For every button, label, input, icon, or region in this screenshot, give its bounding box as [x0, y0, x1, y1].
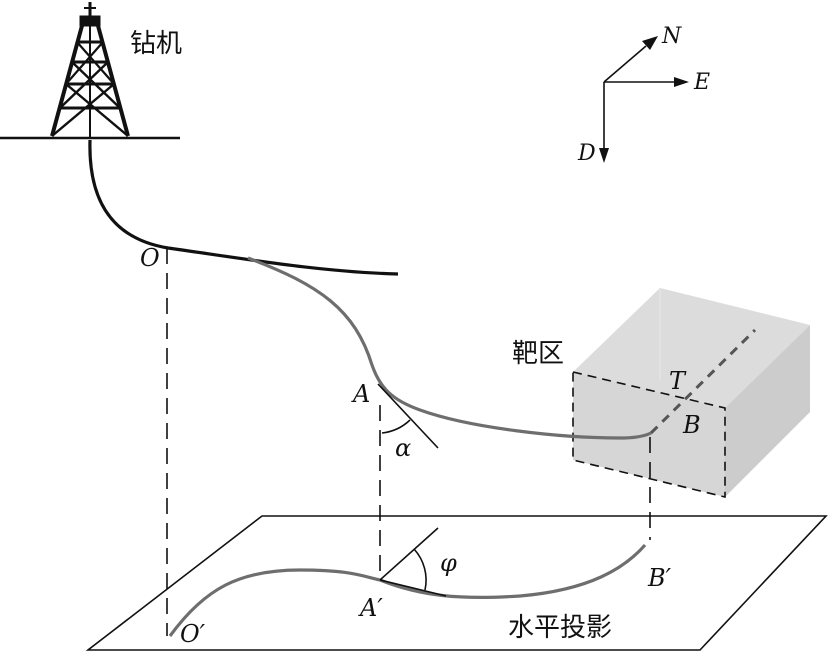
point-A-label: A: [351, 380, 370, 408]
horizontal-plane: [85, 515, 828, 651]
tangent-line-at-A: [377, 383, 439, 449]
phi-tangent-line: [379, 579, 447, 597]
point-B-label: B: [682, 411, 701, 439]
reference-trajectory: [88, 139, 399, 276]
phi-reference-line: [379, 527, 439, 581]
point-B-prime-label: B′: [647, 564, 672, 592]
target-zone-box: [572, 288, 810, 499]
phi-label: φ: [440, 549, 457, 577]
rig-label: 钻机: [130, 29, 182, 59]
compass-north-label: N: [661, 24, 682, 49]
target-right-face: [725, 325, 810, 497]
compass-east-label: E: [693, 70, 710, 95]
compass-down-label: D: [577, 141, 596, 166]
alpha-label: α: [395, 434, 411, 462]
alpha-arc: [381, 419, 411, 434]
point-A-prime-label: A′: [358, 594, 383, 622]
horizontal-projection-label: 水平投影: [508, 613, 612, 643]
compass: [599, 36, 689, 163]
point-T-label: T: [669, 367, 687, 395]
drilling-rig: [0, 2, 180, 140]
target-axis-line: [649, 328, 757, 435]
target-front-outline: [572, 371, 726, 499]
target-zone-label: 靶区: [512, 339, 564, 369]
target-top-face: [573, 288, 810, 408]
phi-arc: [413, 548, 427, 591]
point-O-label: O: [140, 244, 160, 272]
point-O-prime-label: O′: [180, 620, 206, 648]
well-path: [247, 256, 652, 440]
